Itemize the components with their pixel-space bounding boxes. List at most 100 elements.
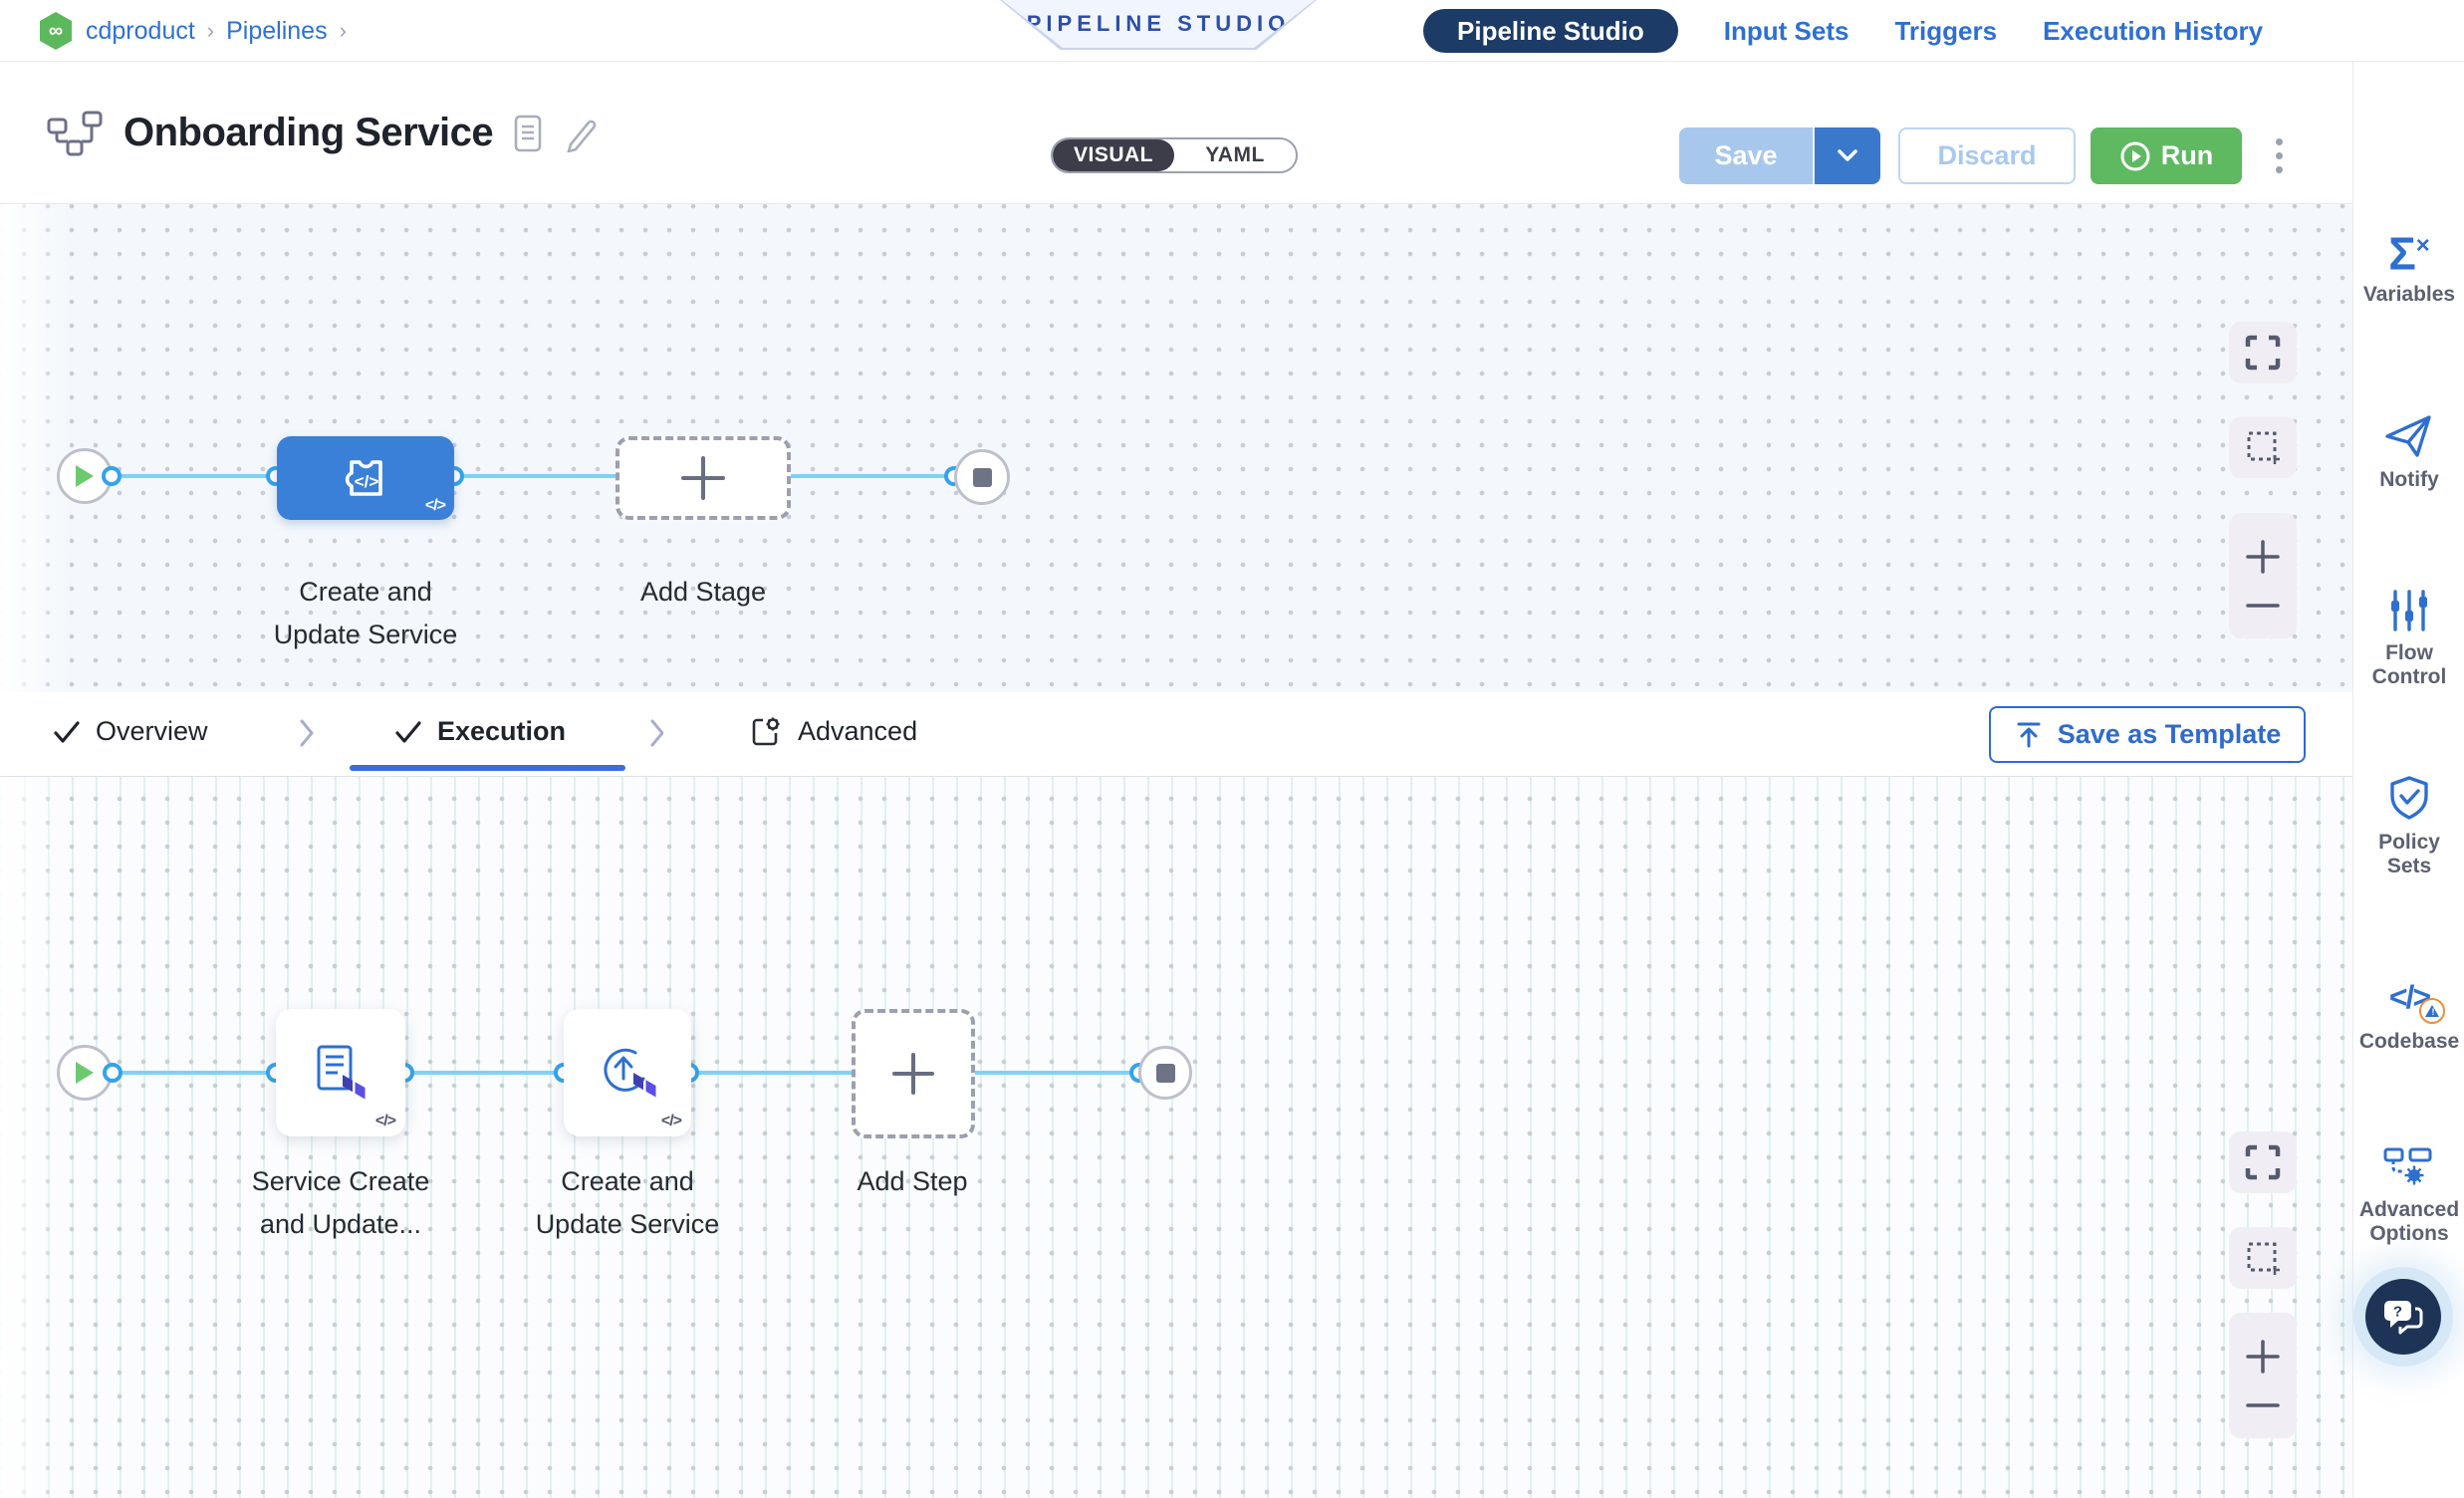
save-as-template-button[interactable]: Save as Template	[1989, 706, 2306, 763]
zoom-in-icon[interactable]	[2246, 540, 2280, 574]
execution-end-node[interactable]	[1138, 1046, 1192, 1100]
rail-item-codebase[interactable]: </> ! Codebase	[2353, 979, 2464, 1054]
canvas-zoom-control	[2229, 513, 2297, 638]
help-chat-button[interactable]: ?	[2365, 1279, 2441, 1355]
marquee-selection-icon	[2247, 431, 2280, 464]
breadcrumb-pipelines-link[interactable]: Pipelines	[226, 16, 328, 45]
breadcrumb-separator: ›	[339, 18, 347, 43]
stage-node-create-and-update-service[interactable]: </> </>	[277, 436, 454, 520]
chevron-right-icon	[300, 719, 314, 747]
canvas-marquee-select-button[interactable]	[2229, 416, 2297, 478]
run-label: Run	[2160, 140, 2214, 170]
chevron-right-icon	[650, 719, 664, 747]
step-code-glyph: </>	[374, 1113, 396, 1129]
step-label: Create and Update Service	[535, 1166, 720, 1239]
pipeline-canvas[interactable]: </> </> Create and Update Service Add St…	[0, 204, 2352, 692]
custom-stage-template-icon: </>	[345, 460, 382, 496]
fullscreen-icon	[2245, 1144, 2281, 1180]
breadcrumb-separator: ›	[206, 18, 215, 43]
step-code-glyph: </>	[660, 1113, 682, 1129]
terraform-file-step-icon	[317, 1045, 366, 1100]
execution-canvas[interactable]: </> </> Service Create and Update...	[0, 777, 2352, 1498]
fullscreen-icon	[2245, 335, 2281, 371]
rail-label: Flow Control	[2371, 641, 2447, 688]
pipeline-studio-ribbon-label: PIPELINE STUDIO	[1026, 11, 1291, 36]
page-title: Onboarding Service	[123, 111, 494, 154]
codebase-code-icon: </> !	[2389, 979, 2446, 1024]
check-icon	[54, 720, 80, 743]
tab-input-sets[interactable]: Input Sets	[1723, 15, 1849, 46]
tab-execution-history[interactable]: Execution History	[2043, 15, 2264, 46]
start-play-icon	[76, 1062, 94, 1084]
canvas-fit-fullscreen-button[interactable]	[2229, 1131, 2297, 1193]
rail-label: Policy Sets	[2378, 831, 2440, 877]
add-stage-button[interactable]	[616, 436, 791, 520]
pipeline-studio-ribbon: PIPELINE STUDIO	[1000, 0, 1317, 50]
rail-item-advanced-options[interactable]: Advanced Options	[2353, 1146, 2464, 1246]
step-node-service-create-and-update[interactable]: </>	[276, 1009, 405, 1136]
save-options-caret[interactable]	[1813, 127, 1880, 184]
zoom-out-icon[interactable]	[2246, 600, 2280, 612]
stage-code-glyph: </>	[424, 497, 446, 514]
upload-icon	[2017, 722, 2041, 747]
notify-paper-plane-icon	[2385, 415, 2431, 457]
step-node-create-and-update-service[interactable]: </>	[564, 1009, 691, 1136]
pipeline-header: Onboarding Service VISUAL YAML Save Disc…	[0, 62, 2352, 204]
breadcrumb: ∞ cdproduct › Pipelines ›	[38, 0, 347, 62]
add-step-button[interactable]	[852, 1009, 975, 1138]
connector-dot	[103, 1063, 123, 1083]
readme-doc-icon[interactable]	[513, 114, 543, 153]
tab-overview[interactable]: Overview	[53, 692, 208, 771]
chevron-down-icon	[1838, 148, 1857, 161]
canvas-fit-fullscreen-button[interactable]	[2229, 322, 2297, 383]
rail-item-policy-sets[interactable]: Policy Sets	[2353, 775, 2464, 878]
run-button[interactable]: Run	[2091, 127, 2242, 184]
save-button[interactable]: Save	[1679, 127, 1813, 184]
toggle-visual[interactable]: VISUAL	[1053, 139, 1174, 171]
plus-icon	[892, 1053, 934, 1095]
right-utility-rail: Σ× Variables Notify Flow Control	[2352, 62, 2464, 1498]
advanced-options-icon	[2383, 1147, 2432, 1185]
marquee-selection-icon	[2247, 1242, 2280, 1275]
more-options-kebab-icon[interactable]	[2259, 127, 2299, 184]
terraform-apply-step-icon	[604, 1048, 656, 1098]
tab-triggers[interactable]: Triggers	[1894, 15, 1998, 46]
breadcrumb-project-link[interactable]: cdproduct	[86, 16, 195, 45]
tab-execution[interactable]: Execution	[394, 692, 566, 771]
top-nav-bar: ∞ cdproduct › Pipelines › PIPELINE STUDI…	[0, 0, 2464, 62]
rail-label: Advanced Options	[2358, 1198, 2460, 1245]
pipeline-connector-line	[100, 474, 971, 478]
start-play-icon	[76, 465, 94, 487]
toggle-yaml[interactable]: YAML	[1205, 143, 1265, 166]
tab-execution-label: Execution	[437, 716, 567, 746]
svg-text:?: ?	[2393, 1304, 2402, 1321]
stage-config-tabs: Overview Execution Advanced Save as Temp…	[0, 692, 2352, 777]
tab-overview-label: Overview	[96, 716, 208, 746]
add-step-label: Add Step	[857, 1166, 968, 1196]
active-tab-underline	[350, 765, 625, 771]
rail-label: Variables	[2362, 283, 2456, 307]
zoom-in-icon[interactable]	[2246, 1340, 2280, 1373]
tab-pipeline-studio[interactable]: Pipeline Studio	[1423, 9, 1678, 53]
tab-advanced[interactable]: Advanced	[751, 692, 917, 771]
canvas-marquee-select-button[interactable]	[2229, 1227, 2297, 1289]
discard-button[interactable]: Discard	[1898, 127, 2076, 184]
top-nav-tabs: Pipeline Studio Input Sets Triggers Exec…	[1423, 0, 2263, 62]
rail-item-flow-control[interactable]: Flow Control	[2353, 588, 2464, 689]
harness-cd-module-icon: ∞	[40, 12, 72, 50]
advanced-doc-gear-icon	[752, 717, 780, 745]
rail-label: Notify	[2379, 468, 2439, 491]
edit-pencil-icon[interactable]	[563, 115, 601, 152]
pipeline-end-node[interactable]	[954, 449, 1010, 505]
svg-text:∞: ∞	[49, 20, 63, 42]
rail-item-notify[interactable]: Notify	[2353, 412, 2464, 492]
zoom-out-icon[interactable]	[2246, 1399, 2280, 1411]
stop-square-icon	[1155, 1063, 1175, 1083]
connector-dot	[102, 466, 122, 486]
add-stage-label: Add Stage	[639, 577, 767, 607]
pipeline-graph-icon	[47, 111, 103, 155]
step-label: Service Create and Update...	[251, 1166, 430, 1239]
rail-item-variables[interactable]: Σ× Variables	[2353, 224, 2464, 307]
check-icon	[395, 720, 421, 743]
stop-square-icon	[972, 467, 992, 487]
